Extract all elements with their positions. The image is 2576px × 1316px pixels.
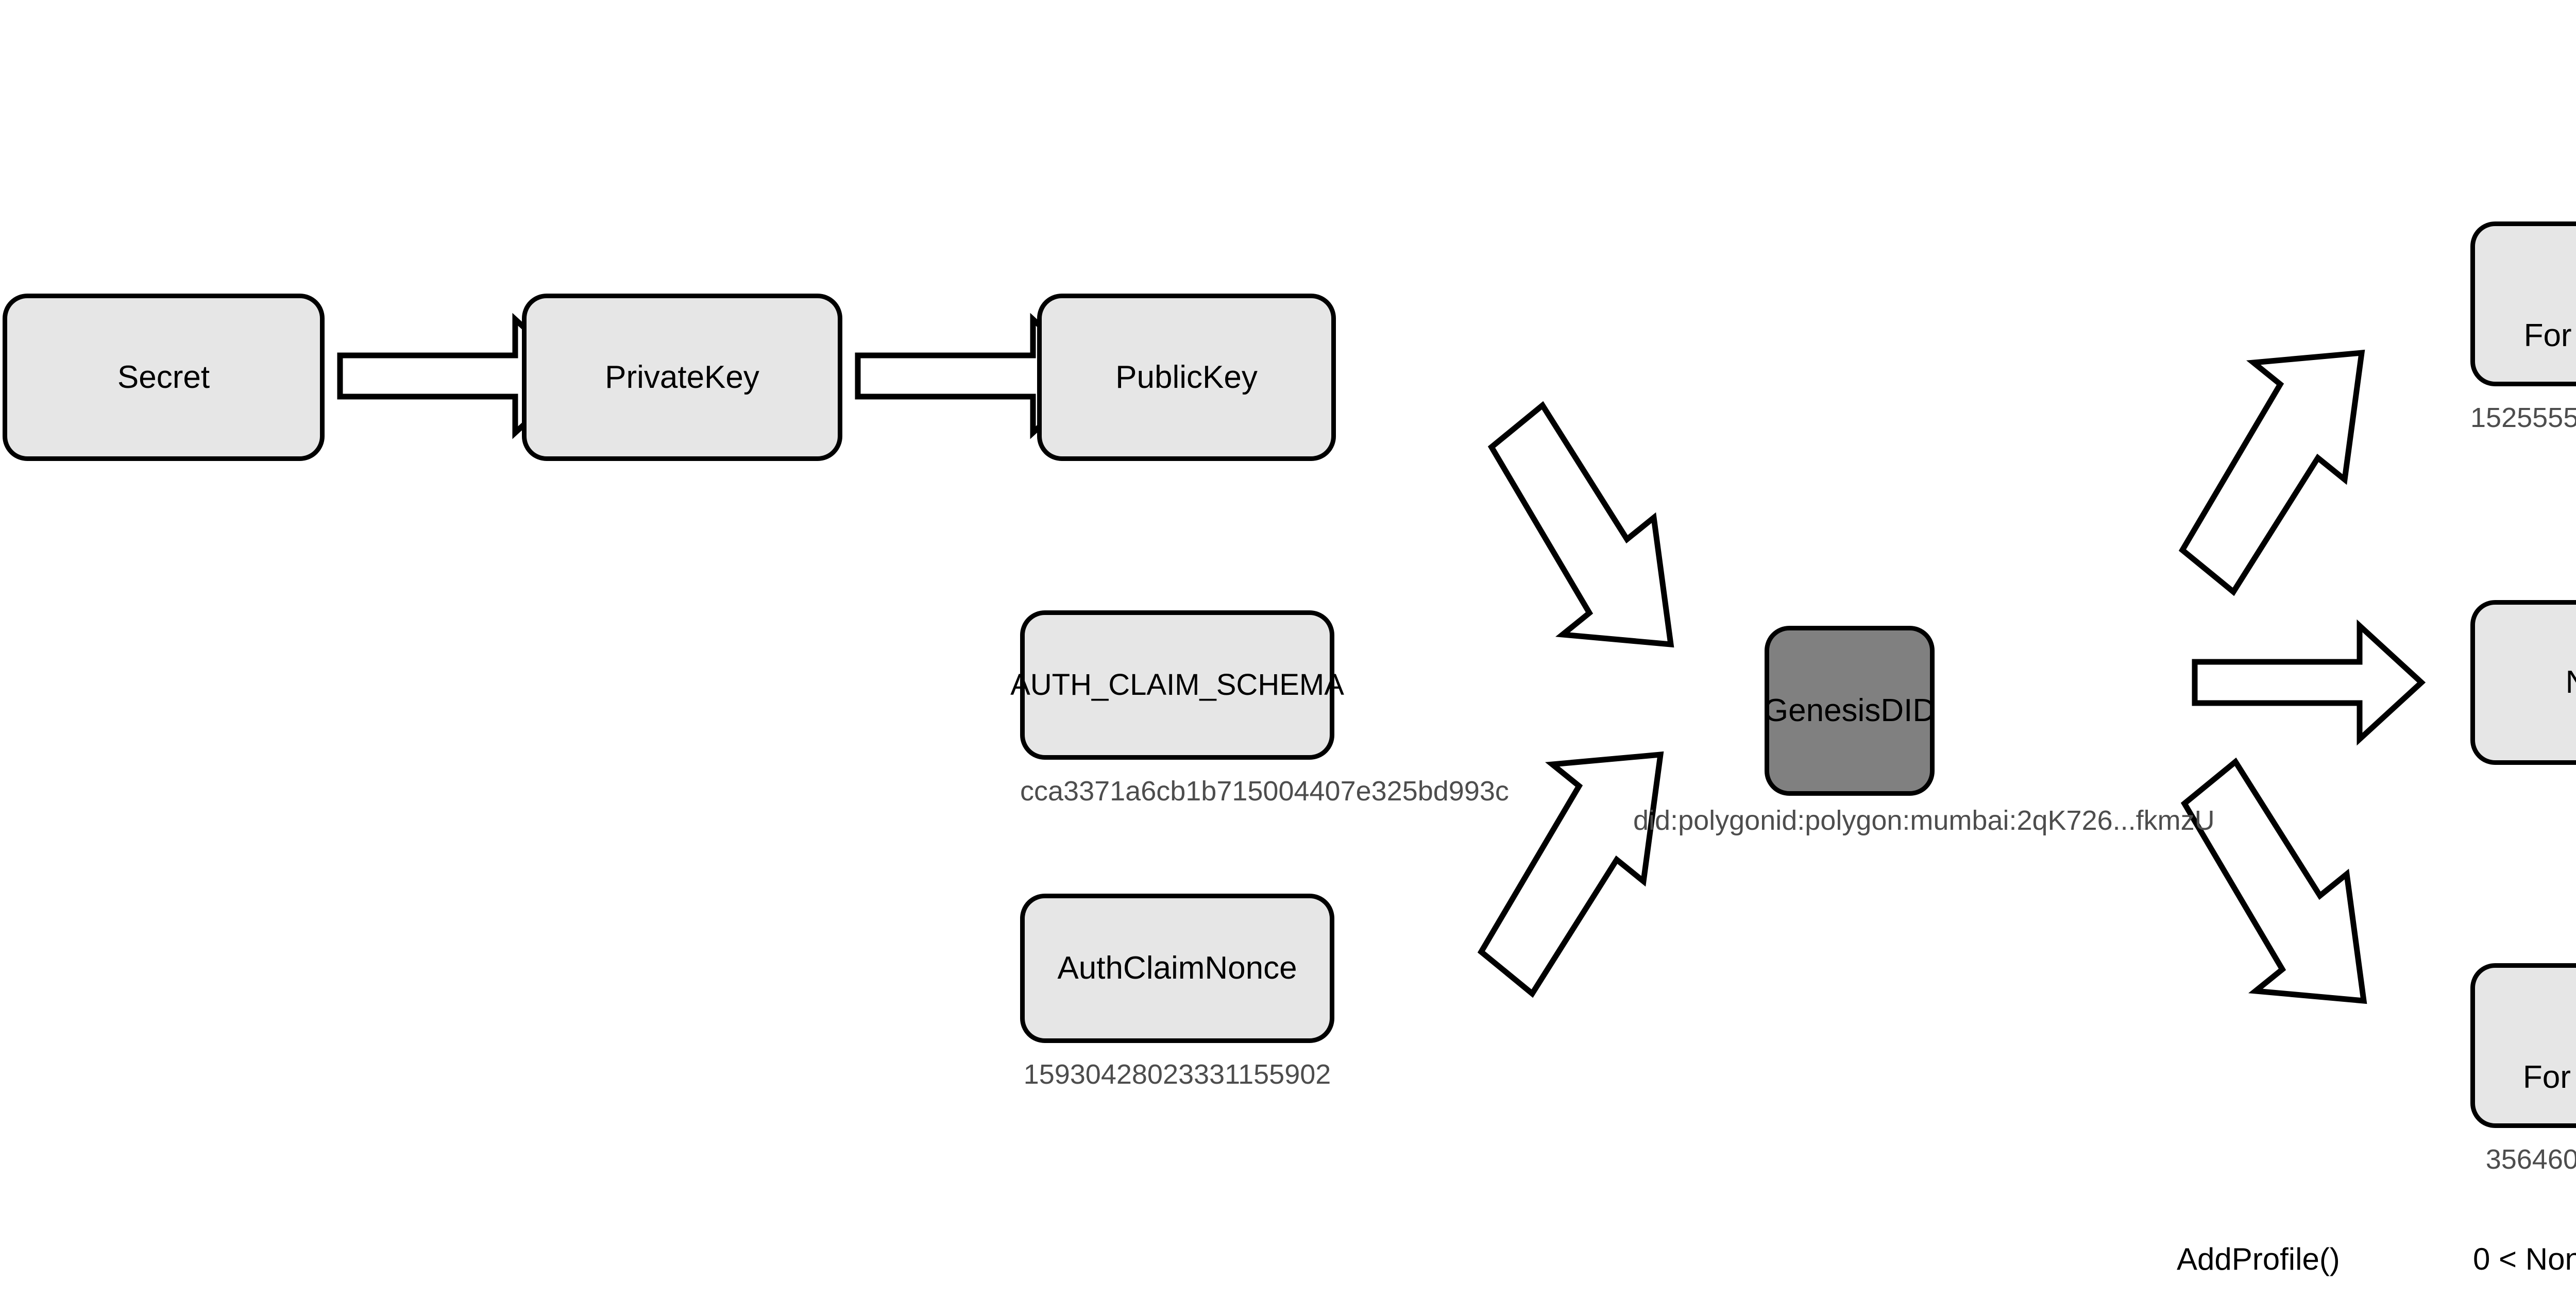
caption-genesis-did: did:polygonid:polygon:mumbai:2qK726...fk… bbox=[1633, 805, 2215, 836]
node-secret[interactable]: Secret bbox=[3, 294, 325, 461]
arrow-publickey-to-genesisdid bbox=[1487, 401, 1674, 648]
footnote-nonce-range: 0 < Nonce < 2^248 bbox=[2473, 1242, 2576, 1276]
node-auth-claim-schema-label: AUTH_CLAIM_SCHEMA bbox=[1010, 668, 1344, 702]
node-public-key[interactable]: PublicKey bbox=[1037, 294, 1336, 461]
caption-nonce-schema-a: 15255558299082773463 bbox=[2470, 402, 2576, 433]
node-private-key-label: PrivateKey bbox=[605, 359, 759, 395]
node-nonce-zero[interactable]: Nonce 0 bbox=[2470, 600, 2576, 765]
node-nonce-schema-b-line2: For Schema B bbox=[2522, 1059, 2576, 1095]
node-nonce-schema-a-line2: For Schema A bbox=[2523, 318, 2576, 353]
node-private-key[interactable]: PrivateKey bbox=[522, 294, 842, 461]
footnote-add-profile: AddProfile() bbox=[2177, 1242, 2340, 1276]
node-auth-claim-schema[interactable]: AUTH_CLAIM_SCHEMA bbox=[1010, 610, 1344, 760]
node-auth-claim-nonce[interactable]: AuthClaimNonce bbox=[1020, 894, 1334, 1043]
node-secret-label: Secret bbox=[117, 359, 210, 395]
node-public-key-label: PublicKey bbox=[1115, 359, 1258, 395]
caption-nonce-schema-b: 356460812078126123 bbox=[2485, 1144, 2576, 1175]
arrow-genesisdid-to-nonce-zero bbox=[2192, 619, 2426, 746]
arrow-genesisdid-to-nonce-a bbox=[2178, 349, 2365, 596]
caption-auth-claim-schema: cca3371a6cb1b715004407e325bd993c bbox=[1020, 776, 1509, 807]
node-auth-claim-nonce-label: AuthClaimNonce bbox=[1057, 950, 1297, 986]
node-nonce-zero-label: Nonce 0 bbox=[2566, 664, 2576, 700]
node-genesis-did-label: GenesisDID bbox=[1763, 693, 1936, 729]
arrow-genesisdid-to-nonce-b bbox=[2180, 757, 2367, 1004]
node-genesis-did[interactable]: GenesisDID bbox=[1763, 626, 1936, 796]
node-nonce-schema-b[interactable]: Nonce For Schema B bbox=[2470, 963, 2576, 1128]
caption-auth-claim-nonce: 15930428023331155902 bbox=[1023, 1059, 1331, 1090]
node-nonce-schema-a[interactable]: Nonce For Schema A bbox=[2470, 221, 2576, 386]
